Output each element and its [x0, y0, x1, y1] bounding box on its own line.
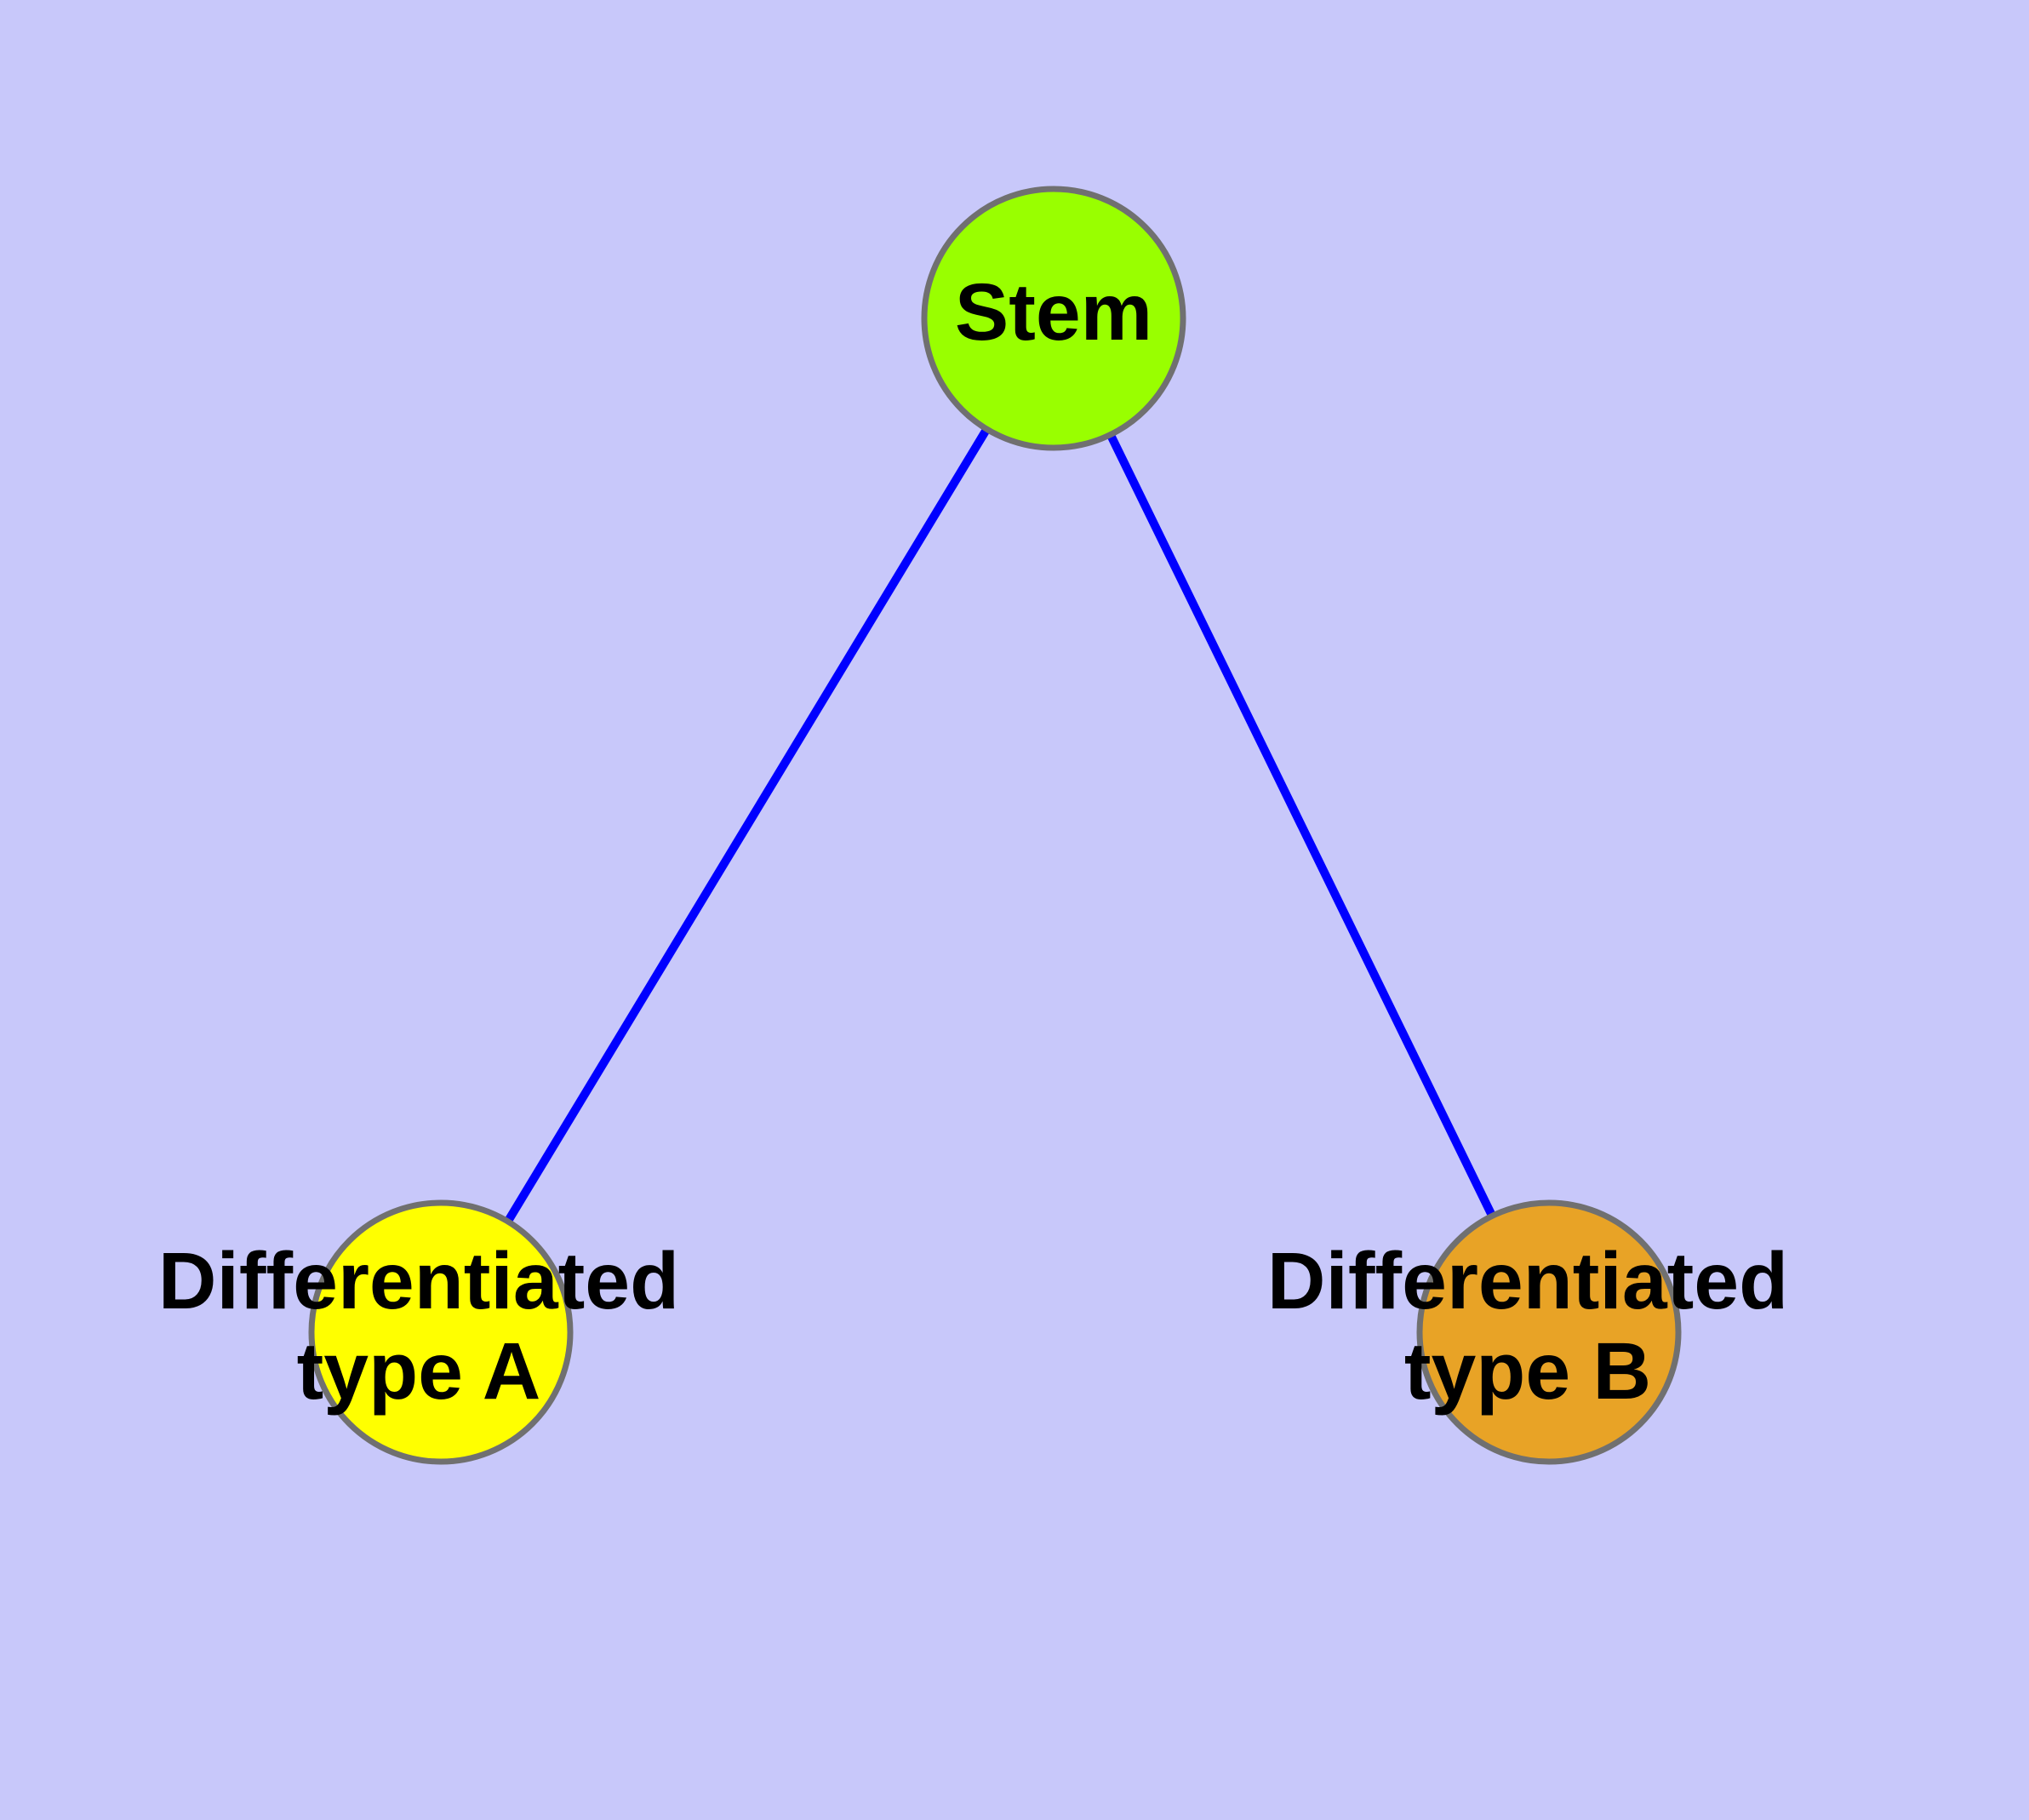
node-stem[interactable]: [921, 186, 1186, 451]
node-label-line: type A: [297, 1326, 541, 1417]
nodes-layer: [308, 186, 1682, 1465]
edge-stem-to-diff-a: [504, 426, 991, 1224]
node-label-line: Differentiated: [1267, 1236, 1788, 1326]
node-label-line: type B: [1404, 1326, 1651, 1417]
node-label-line: Differentiated: [158, 1236, 679, 1326]
node-label-line: Stem: [955, 267, 1152, 358]
edges-layer: [504, 426, 1496, 1224]
node-diff_a[interactable]: [308, 1199, 574, 1465]
node-diff_b[interactable]: [1416, 1199, 1682, 1465]
edge-stem-to-diff-b: [1106, 432, 1496, 1218]
node-label-stem: Stem: [955, 267, 1152, 358]
